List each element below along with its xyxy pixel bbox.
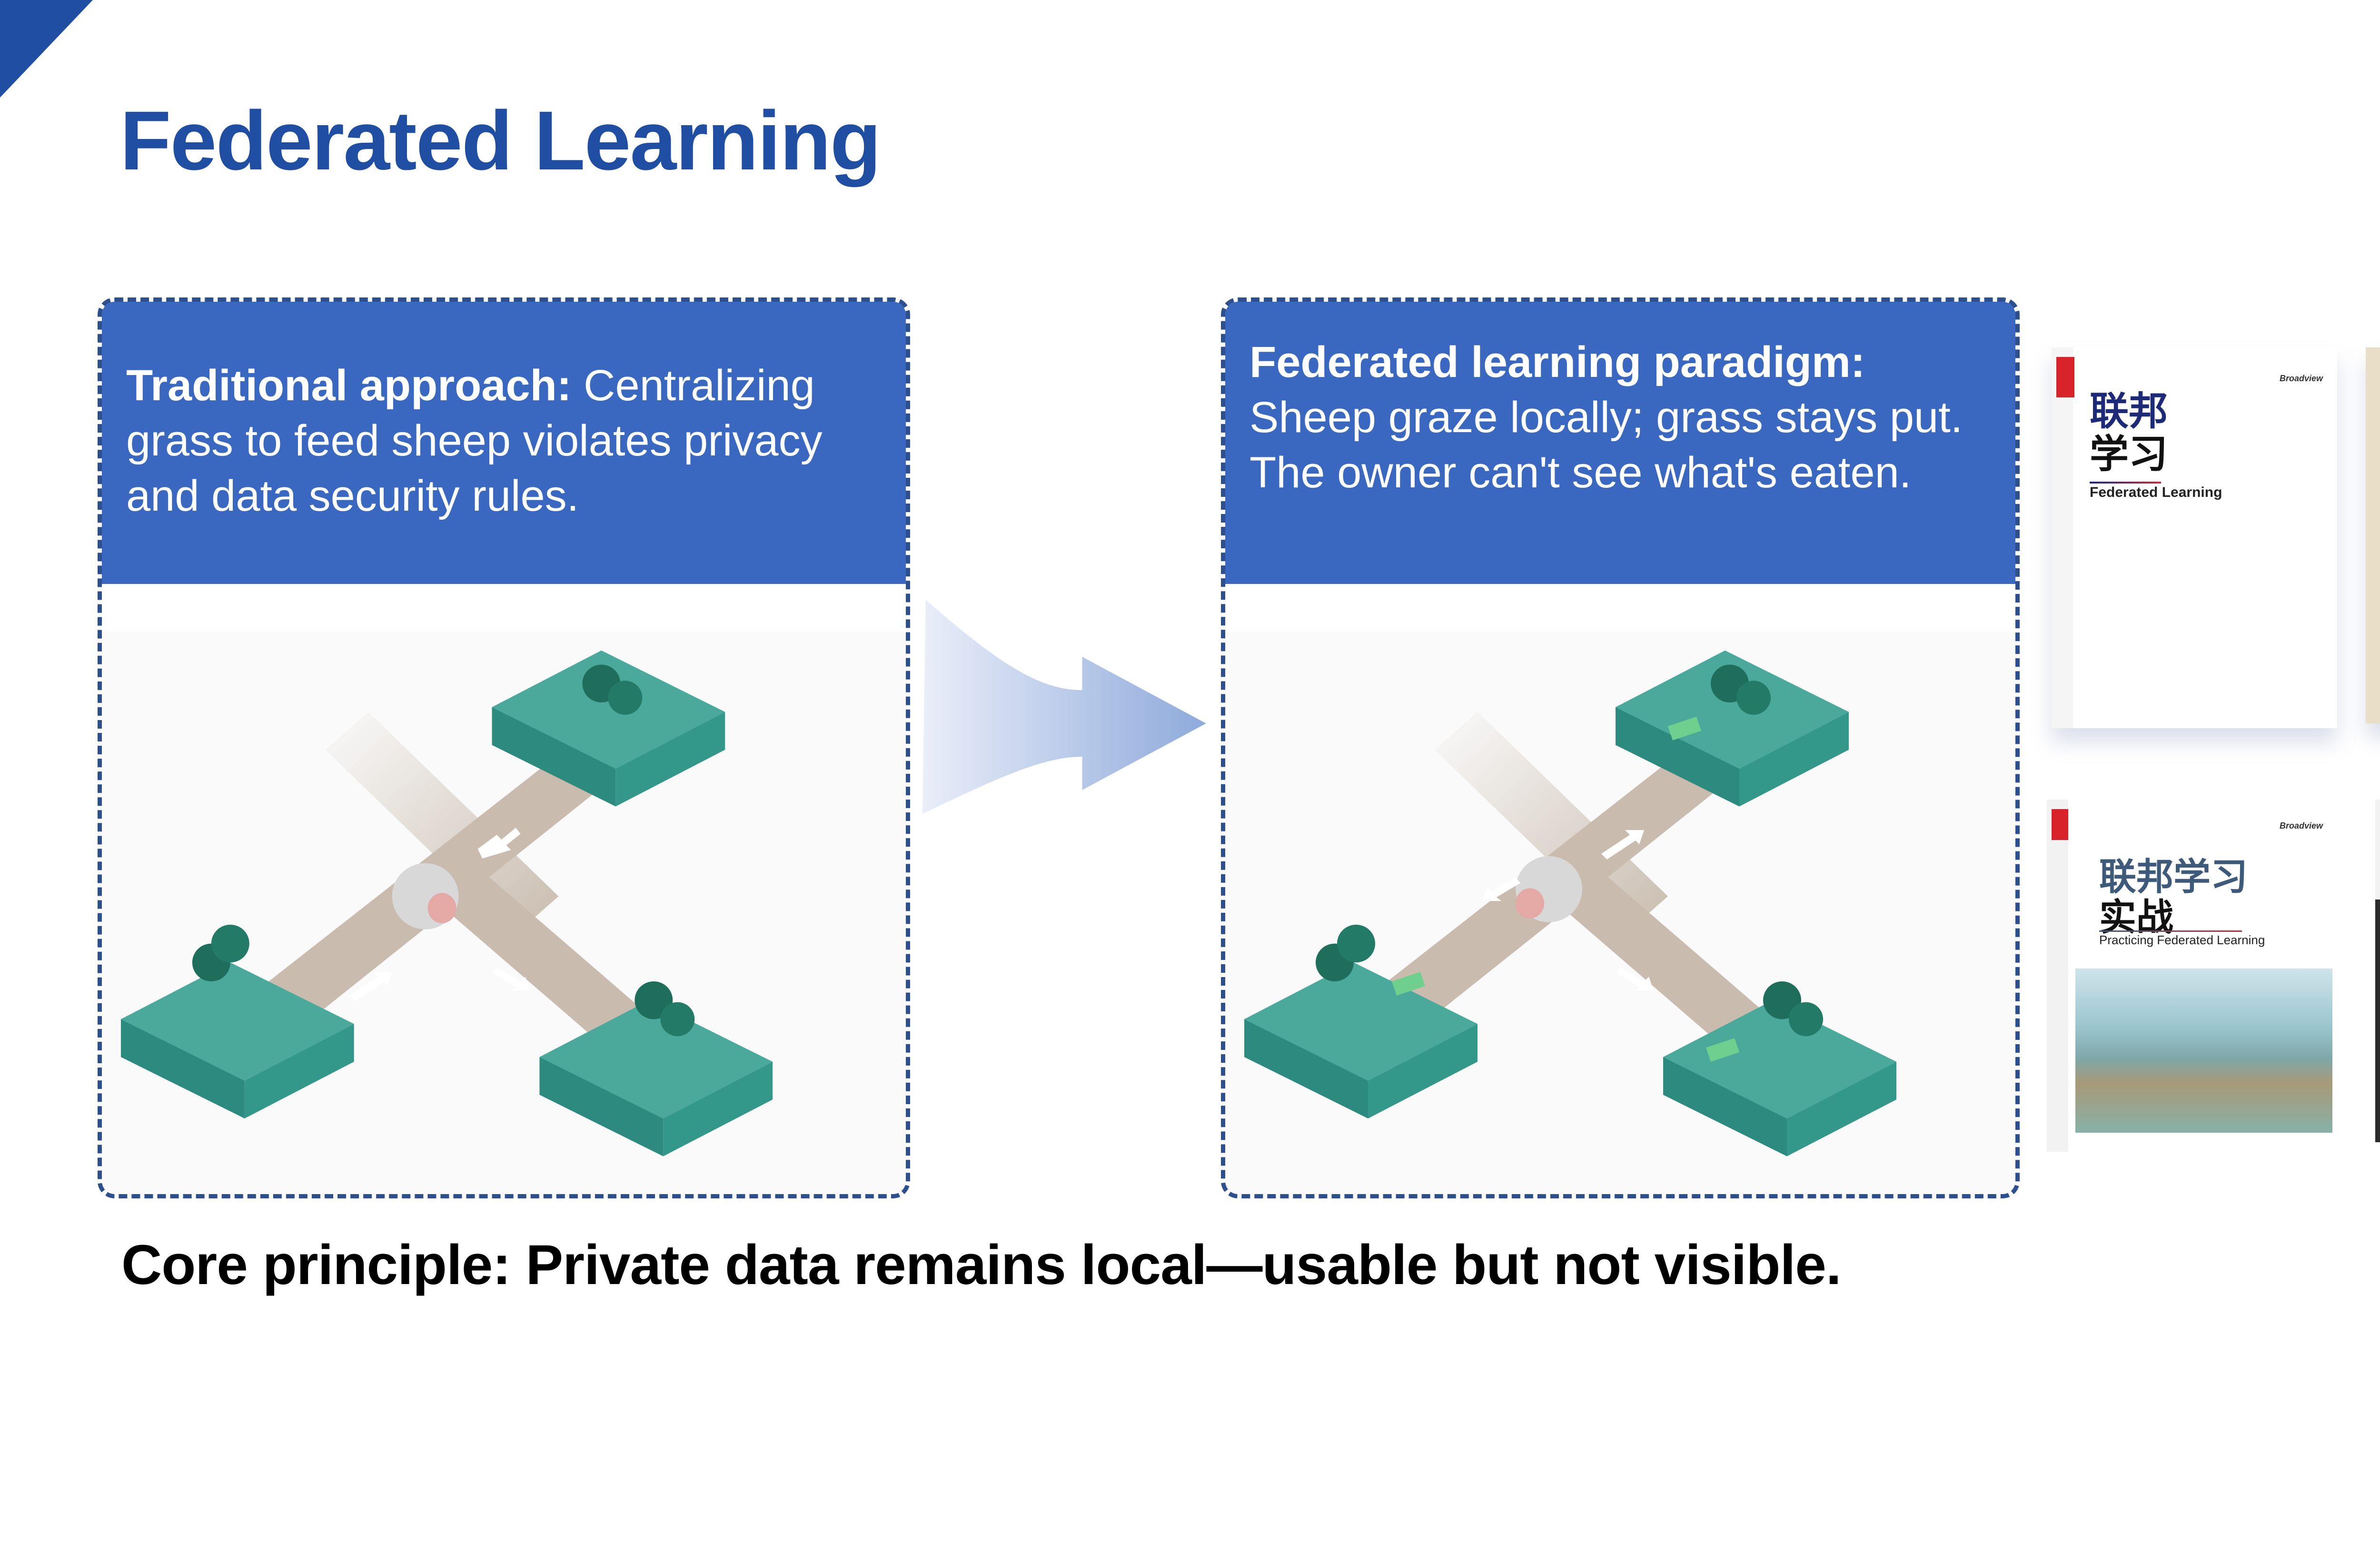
federated-illustration [1225, 632, 2015, 1194]
federated-paradigm-panel: Federated learning paradigm: Sheep graze… [1221, 297, 2020, 1198]
grass-bundle-icon [1392, 972, 1425, 996]
pasture-bottom-left [120, 924, 354, 1119]
traditional-approach-header: Traditional approach: Centralizing grass… [102, 302, 906, 584]
core-principle-statement: Core principle: Private data remains loc… [121, 1234, 1842, 1296]
book-cover-practicing-federated-learning: Broadview 联邦学习 实战 Practicing Federated L… [2047, 800, 2342, 1152]
centralized-illustration [102, 632, 906, 1194]
federated-paradigm-text: Federated learning paradigm: Sheep graze… [1250, 335, 1991, 500]
inward-arrows [349, 828, 530, 1001]
outward-arrows [1482, 830, 1654, 991]
sheep-icon [1516, 856, 1582, 922]
pasture-bottom-right [1663, 981, 1896, 1156]
traditional-approach-panel: Traditional approach: Centralizing grass… [98, 297, 910, 1198]
pasture-bottom-left [1244, 924, 1478, 1119]
book-covers-grid: Broadview 联邦 学习 Federated Learning M&C M… [2042, 333, 2380, 1171]
book-cover-federated-learning-mc: M&C MORGAN & CLAYPOOL PUBLISHERS Federat… [2366, 347, 2380, 723]
traditional-approach-body: Centralizing grass to feed sheep violate… [126, 361, 823, 520]
grass-bundle-icon [1706, 1038, 1739, 1062]
sheep-icon [392, 863, 459, 929]
corner-decoration-top-left [0, 0, 93, 98]
federated-paradigm-body: Sheep graze locally; grass stays put. Th… [1250, 393, 1963, 497]
federated-paradigm-heading: Federated learning paradigm: [1250, 338, 1865, 386]
pasture-bottom-right [539, 981, 773, 1156]
grass-bundle-icon [1668, 716, 1701, 741]
pasture-top-right [1616, 650, 1849, 807]
page-title: Federated Learning [120, 94, 881, 188]
cover-painting-image [2075, 969, 2332, 1133]
traditional-approach-text: Traditional approach: Centralizing grass… [126, 358, 882, 524]
pasture-top-right [492, 650, 725, 807]
federated-paradigm-header: Federated learning paradigm: Sheep graze… [1225, 302, 2015, 584]
traditional-approach-heading: Traditional approach: [126, 361, 572, 410]
arrow-right-icon [922, 600, 1206, 814]
book-cover-federated-learning-jp: Federated Learning Qiang Yang, Yang Liu,… [2375, 800, 2380, 1142]
book-cover-federated-learning-cn: Broadview 联邦 学习 Federated Learning [2052, 347, 2337, 728]
